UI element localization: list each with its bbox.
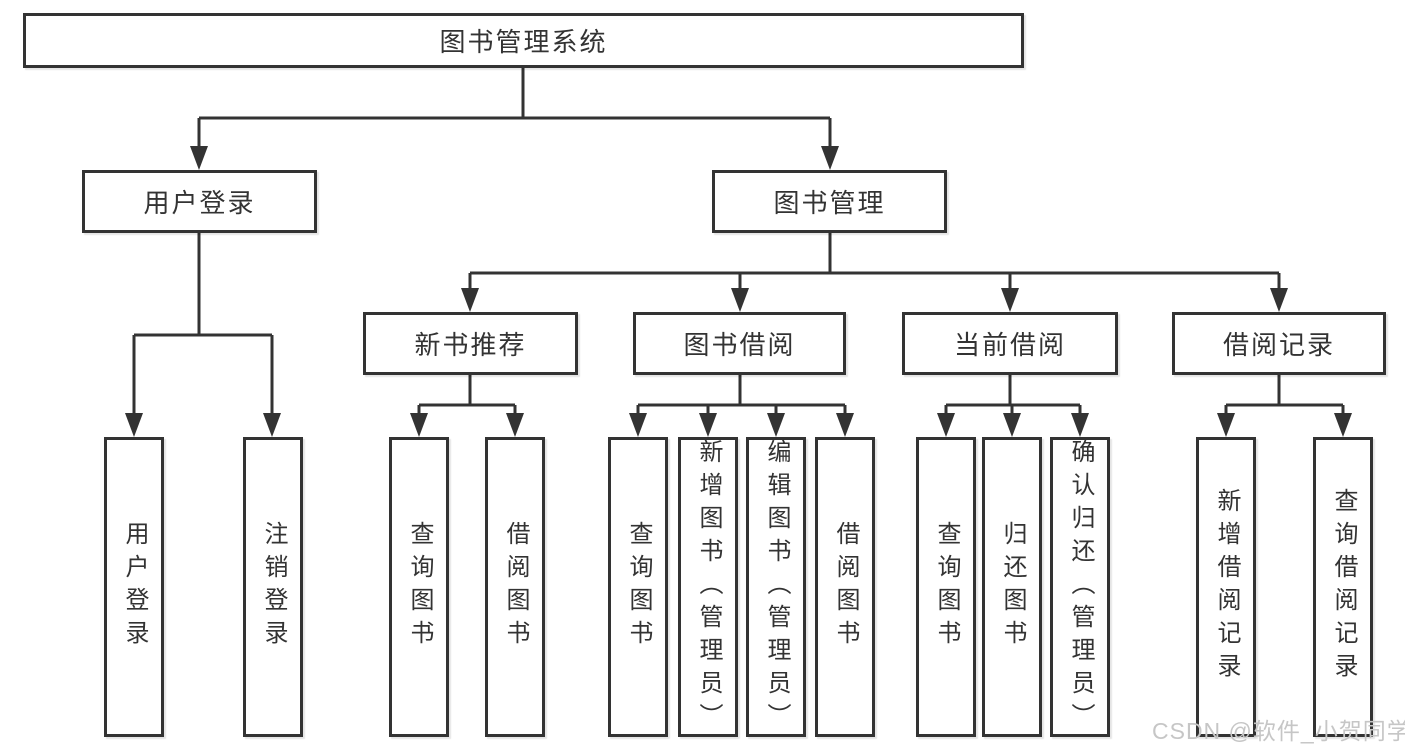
arrowhead-icon bbox=[1001, 288, 1019, 312]
arrowhead-icon bbox=[125, 413, 143, 437]
arrowhead-icon bbox=[731, 288, 749, 312]
arrowheads bbox=[125, 146, 1352, 437]
csdn-watermark: CSDN @软件_小贺同学 bbox=[1152, 718, 1405, 744]
leaf-label: 注销登录 bbox=[260, 521, 287, 653]
leaf-label: 用户登录 bbox=[121, 521, 148, 653]
leaf-label: 查询图书 bbox=[933, 521, 960, 653]
leaf-node-user-login: 用户登录 bbox=[104, 437, 164, 737]
leaf-label: 查询图书 bbox=[625, 521, 652, 653]
leaf-label: 借阅图书 bbox=[832, 521, 859, 653]
group-node-borrow-records: 借阅记录 bbox=[1172, 312, 1386, 375]
leaf-label: 借阅图书 bbox=[502, 521, 529, 653]
arrowhead-icon bbox=[821, 146, 839, 170]
arrowhead-icon bbox=[699, 413, 717, 437]
arrowhead-icon bbox=[767, 413, 785, 437]
branch-node-user-login: 用户登录 bbox=[82, 170, 317, 233]
root-node-library-system: 图书管理系统 bbox=[23, 13, 1024, 68]
leaf-label: 确认归还（管理员） bbox=[1067, 438, 1094, 736]
arrowhead-icon bbox=[410, 413, 428, 437]
group-node-current-borrow: 当前借阅 bbox=[902, 312, 1118, 375]
leaf-label: 新增图书（管理员） bbox=[695, 438, 722, 736]
leaf-label: 新增借阅记录 bbox=[1213, 488, 1240, 686]
leaf-node-confirm-return-admin: 确认归还（管理员） bbox=[1050, 437, 1110, 737]
arrowhead-icon bbox=[1334, 413, 1352, 437]
leaf-node-borrow-books: 借阅图书 bbox=[815, 437, 875, 737]
arrowhead-icon bbox=[629, 413, 647, 437]
leaf-node-add-borrow-record: 新增借阅记录 bbox=[1196, 437, 1256, 737]
arrowhead-icon bbox=[263, 413, 281, 437]
leaf-node-query-books: 查询图书 bbox=[608, 437, 668, 737]
leaf-node-add-books-admin: 新增图书（管理员） bbox=[678, 437, 738, 737]
arrowhead-icon bbox=[937, 413, 955, 437]
leaf-node-edit-books-admin: 编辑图书（管理员） bbox=[746, 437, 806, 737]
leaf-node-query-books: 查询图书 bbox=[916, 437, 976, 737]
arrowhead-icon bbox=[1270, 288, 1288, 312]
leaf-label: 归还图书 bbox=[999, 521, 1026, 653]
group-node-book-borrow: 图书借阅 bbox=[633, 312, 846, 375]
connector-lines bbox=[132, 68, 1345, 416]
branch-node-book-management: 图书管理 bbox=[712, 170, 947, 233]
leaf-node-logout: 注销登录 bbox=[243, 437, 303, 737]
arrowhead-icon bbox=[836, 413, 854, 437]
leaf-label: 查询图书 bbox=[406, 521, 433, 653]
arrowhead-icon bbox=[190, 146, 208, 170]
arrowhead-icon bbox=[1003, 413, 1021, 437]
arrowhead-icon bbox=[1217, 413, 1235, 437]
arrowhead-icon bbox=[1071, 413, 1089, 437]
leaf-node-return-books: 归还图书 bbox=[982, 437, 1042, 737]
leaf-node-borrow-books: 借阅图书 bbox=[485, 437, 545, 737]
leaf-label: 编辑图书（管理员） bbox=[763, 438, 790, 736]
arrowhead-icon bbox=[506, 413, 524, 437]
leaf-label: 查询借阅记录 bbox=[1330, 488, 1357, 686]
leaf-node-query-borrow-record: 查询借阅记录 bbox=[1313, 437, 1373, 737]
arrowhead-icon bbox=[461, 288, 479, 312]
leaf-node-query-books: 查询图书 bbox=[389, 437, 449, 737]
group-node-new-book-recommend: 新书推荐 bbox=[363, 312, 578, 375]
